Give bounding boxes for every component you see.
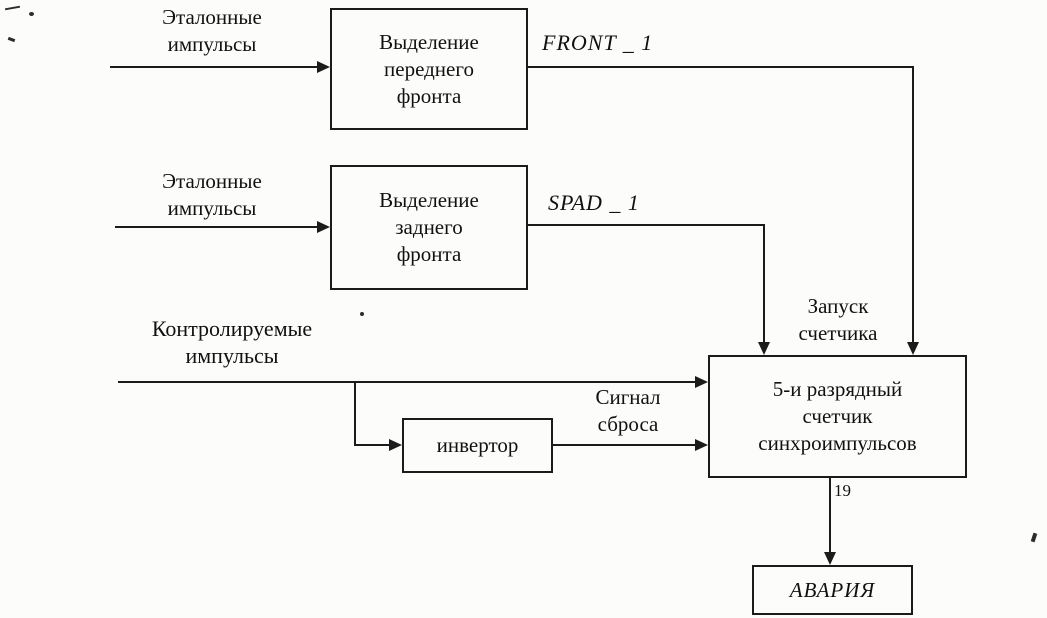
arrowhead-alarm (824, 552, 836, 565)
counter-start-label: Запуск счетчика (798, 294, 878, 345)
line-counter-to-alarm (829, 478, 831, 553)
spad-signal-label: SPAD _ 1 (548, 190, 640, 215)
arrowhead-ref-pulses-mid (317, 221, 330, 233)
reset-signal-label: Сигнал сброса (595, 385, 661, 436)
scan-artifact (4, 5, 21, 11)
scan-artifact (29, 12, 34, 16)
arrowhead-monitored-pulses (695, 376, 708, 388)
line-reset-signal (553, 444, 696, 446)
line-ref-pulses-top (110, 66, 320, 68)
line-branch-down (354, 381, 356, 446)
front-edge-detector-box: Выделение переднего фронта (330, 8, 528, 130)
arrowhead-reset-signal (695, 439, 708, 451)
line-ref-pulses-mid (115, 226, 320, 228)
scan-artifact (360, 312, 364, 316)
front-edge-detector-label: Выделение переднего фронта (379, 29, 479, 108)
back-edge-detector-label: Выделение заднего фронта (379, 188, 479, 266)
back-edge-detector-box: Выделение заднего фронта (330, 165, 528, 290)
alarm-box: АВАРИЯ (752, 565, 913, 615)
reference-pulses-label-top: Эталонные импульсы (162, 5, 262, 56)
inverter-box: инвертор (402, 418, 553, 473)
reference-pulses-label-mid: Эталонные импульсы (162, 169, 262, 220)
arrowhead-front-down (907, 342, 919, 355)
line-front-horizontal (528, 66, 914, 68)
scan-artifact (1030, 532, 1038, 543)
counter-box: 5-и разрядный счетчик синхроимпульсов (708, 355, 967, 478)
line-branch-to-inverter (354, 444, 390, 446)
monitored-pulses-label: Контролируемые импульсы (151, 316, 313, 368)
line-monitored-pulses (118, 381, 696, 383)
arrowhead-inverter-input (389, 439, 402, 451)
arrowhead-ref-pulses-top (317, 61, 330, 73)
alarm-label: АВАРИЯ (789, 577, 876, 602)
counter-label: 5-и разрядный счетчик синхроимпульсов (758, 377, 917, 455)
line-front-vertical (912, 66, 914, 344)
inverter-label: инвертор (436, 433, 519, 457)
bit-width-label: 19 (834, 481, 851, 500)
line-spad-vertical (763, 224, 765, 344)
front-signal-label: FRONT _ 1 (542, 30, 654, 55)
scan-artifact (7, 36, 16, 43)
line-spad-horizontal (528, 224, 765, 226)
arrowhead-spad-down (758, 342, 770, 355)
